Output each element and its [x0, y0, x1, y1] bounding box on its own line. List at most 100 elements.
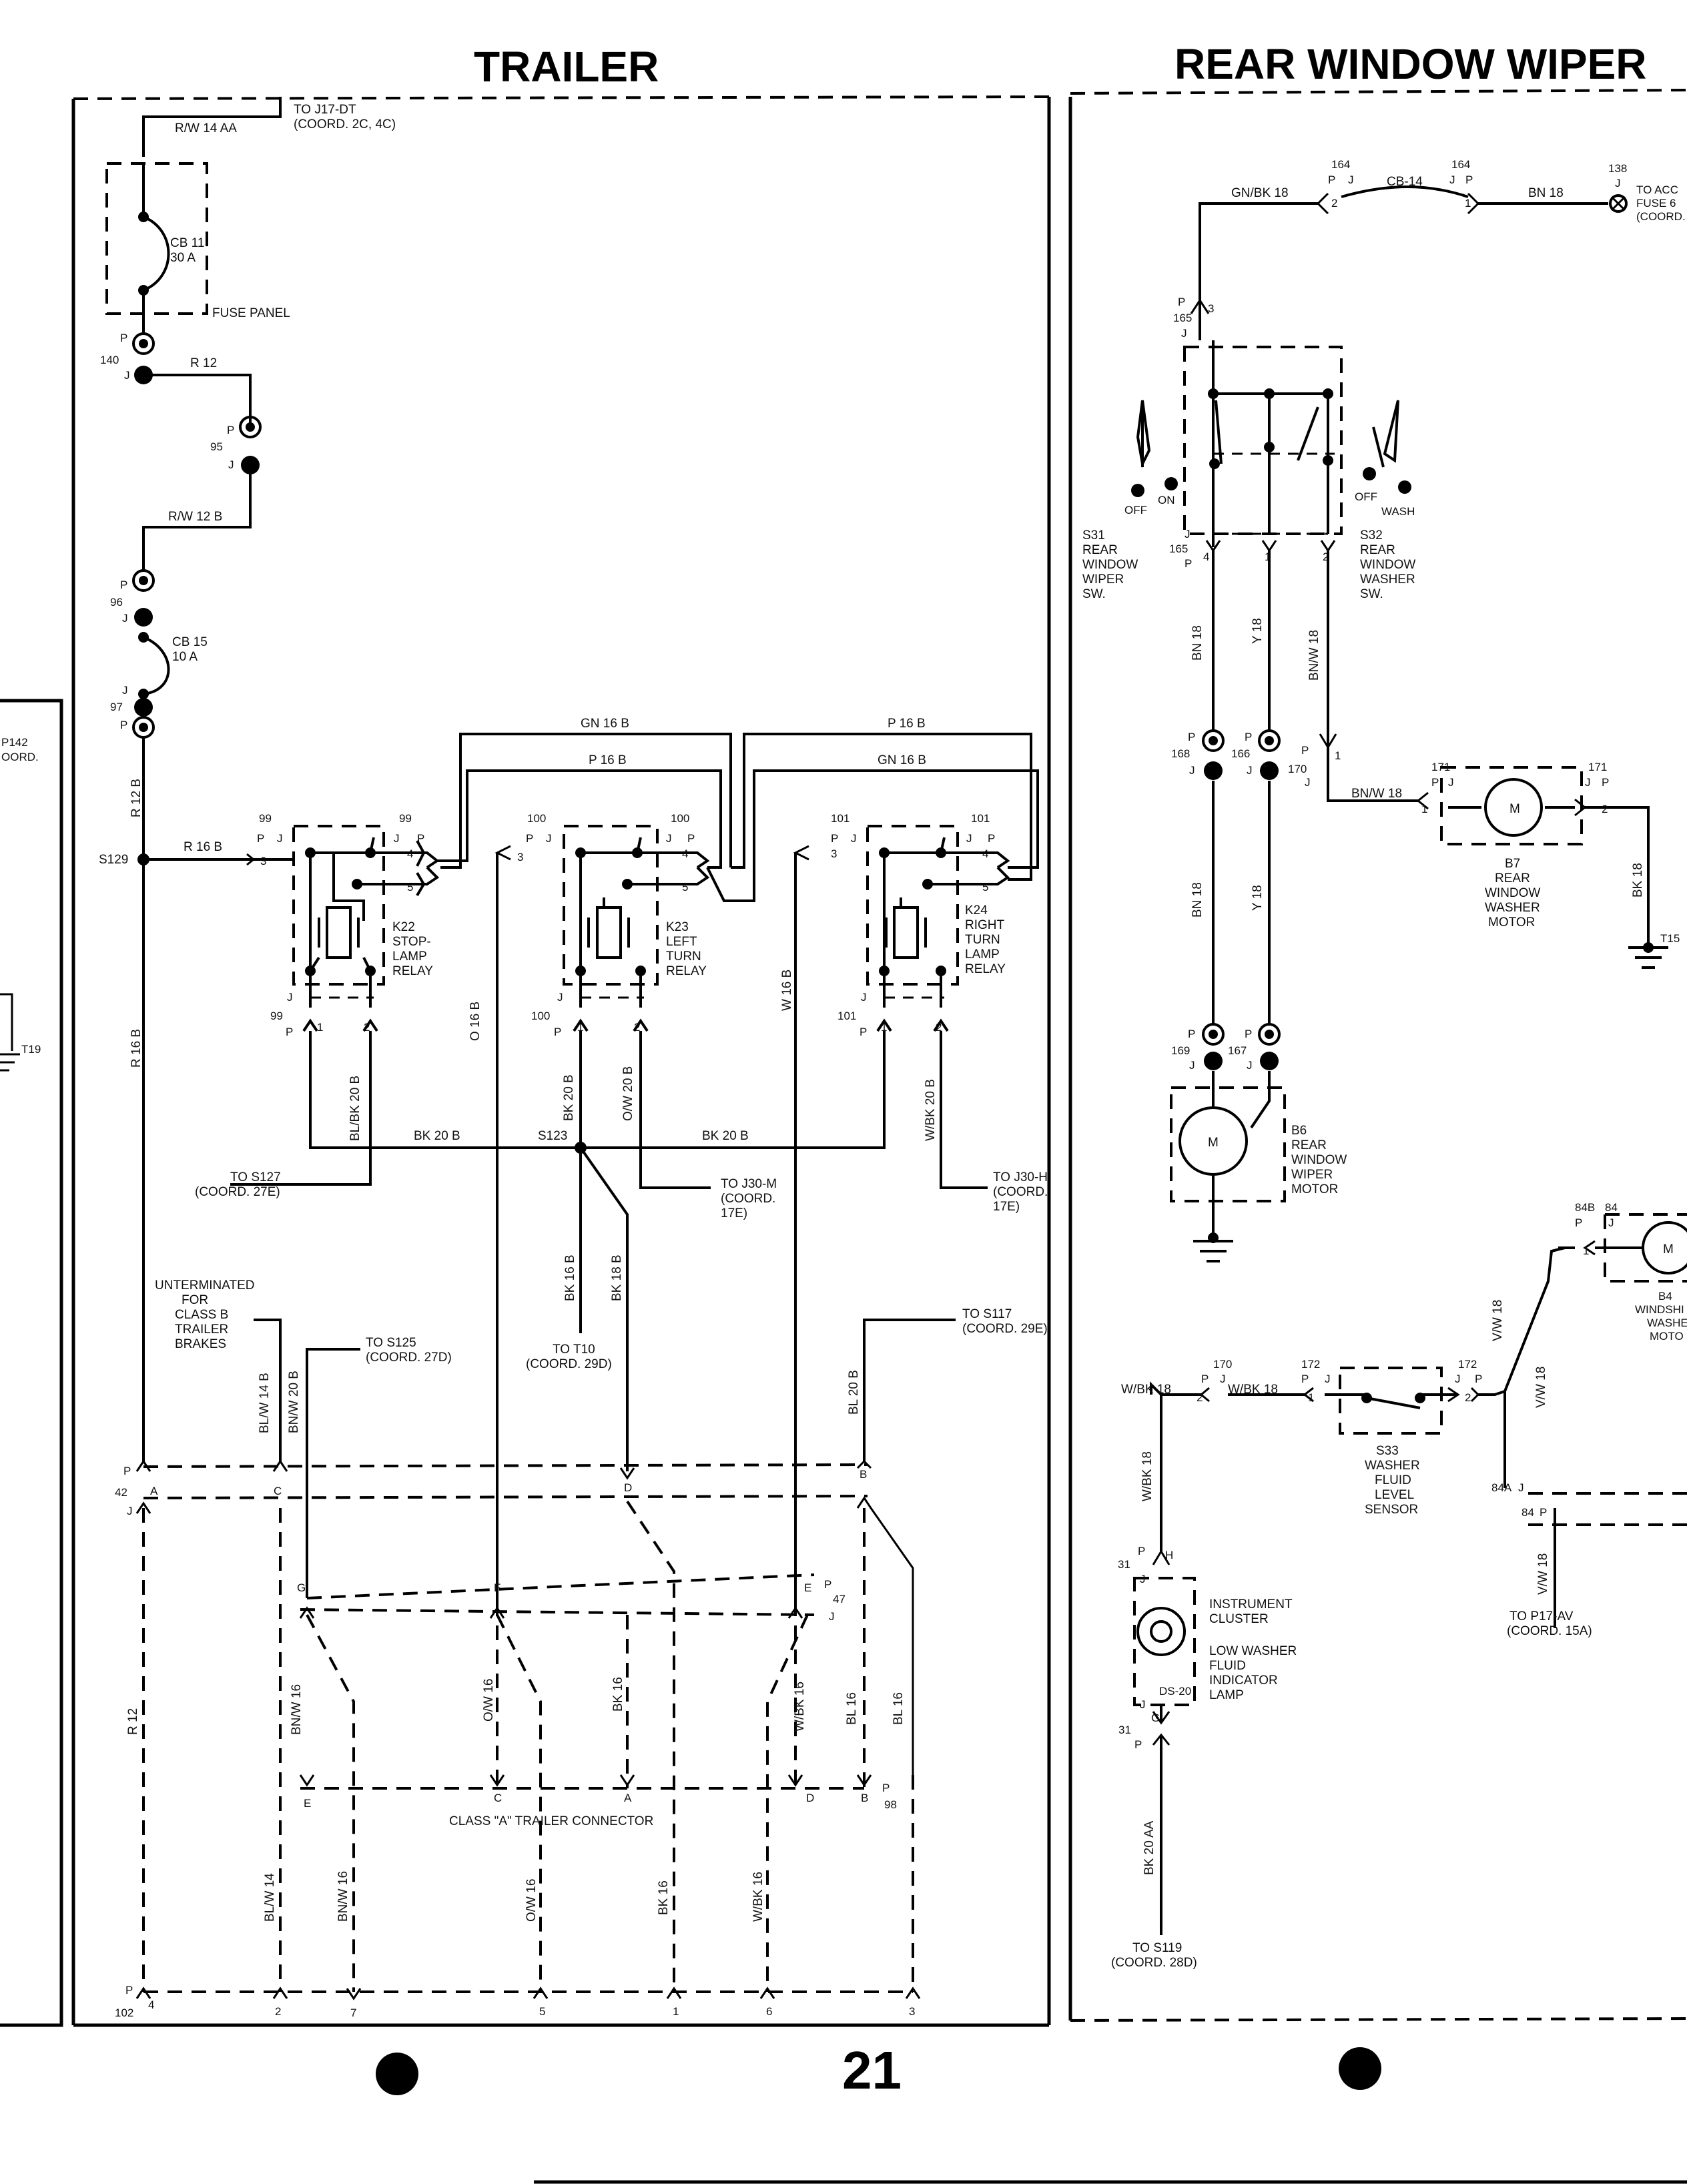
svg-text:3: 3: [1208, 302, 1214, 315]
svg-text:J: J: [1189, 764, 1195, 777]
svg-text:3: 3: [517, 851, 523, 863]
s31-name-3: WIPER: [1082, 573, 1124, 587]
wire-bk18b-label: BK 18 B: [610, 1254, 624, 1301]
svg-text:P: P: [1188, 731, 1195, 743]
svg-text:1: 1: [1583, 1244, 1589, 1257]
svg-text:5: 5: [682, 881, 688, 893]
splice-s123-label: S123: [538, 1129, 567, 1143]
connector-168-j-icon: [1204, 761, 1223, 780]
svg-text:J: J: [1455, 1373, 1461, 1385]
svg-text:2: 2: [275, 2005, 281, 2018]
s31-on-label: ON: [1158, 494, 1175, 506]
lower-feed-wiring: [254, 1319, 956, 1598]
connector-166-j-icon: [1260, 761, 1279, 780]
to-j30m-coord-2: 17E): [721, 1206, 747, 1220]
svg-text:P: P: [227, 424, 234, 436]
svg-text:D: D: [806, 1792, 814, 1804]
fuse-panel-label: FUSE PANEL: [212, 306, 290, 320]
svg-text:P: P: [831, 832, 838, 845]
wire-r12b-label: R 12 B: [129, 779, 143, 817]
svg-text:1: 1: [1421, 803, 1427, 815]
svg-text:P: P: [1245, 731, 1252, 743]
connector-102: [135, 1986, 921, 2000]
wire-bn18-label-top: BN 18: [1528, 186, 1564, 200]
svg-text:P: P: [1602, 776, 1609, 789]
svg-text:P: P: [988, 832, 995, 845]
svg-text:J: J: [124, 369, 130, 382]
binding-hole-left: [376, 2053, 418, 2095]
left-p142-label: P142: [1, 736, 28, 749]
wire-bn18-label-1: BN 18: [1191, 625, 1205, 661]
lamp-name-4: LAMP: [1209, 1688, 1244, 1702]
to-t10-coord: (COORD. 29D): [526, 1357, 612, 1371]
conn-84a-label: 84A: [1491, 1481, 1512, 1494]
connector-97-j-icon: [134, 698, 153, 717]
svg-text:P: P: [1575, 1216, 1582, 1229]
svg-text:J: J: [1615, 177, 1621, 190]
conn-168-label: 168: [1171, 747, 1190, 760]
k22-conn-99-bottom: 99: [270, 1010, 283, 1022]
wire-bk20b-vert-label: BK 20 B: [562, 1074, 576, 1121]
lamp-name-3: INDICATOR: [1209, 1674, 1278, 1688]
unterminated-2: FOR: [182, 1293, 208, 1307]
to-j30h-coord-1: (COORD.: [993, 1185, 1048, 1199]
conn-84b-label: 84B: [1575, 1201, 1595, 1214]
wire-vw18-label-2: V/W 18: [1534, 1367, 1548, 1408]
s32-name-2: WINDOW: [1360, 558, 1415, 572]
ground-bus-wiring: [230, 1031, 988, 1471]
b6-name-3: WIPER: [1291, 1168, 1333, 1182]
svg-text:J: J: [122, 684, 128, 697]
to-s127-coord: (COORD. 27E): [195, 1185, 280, 1199]
svg-text:6: 6: [766, 2005, 772, 2018]
s32-wash-label: WASH: [1381, 505, 1415, 518]
svg-text:P: P: [1185, 557, 1192, 570]
connector-167-j-icon: [1260, 1052, 1279, 1070]
to-s127-label: TO S127: [230, 1170, 281, 1184]
b6-name-4: MOTOR: [1291, 1182, 1338, 1196]
washer-level-wiring: [1133, 1213, 1687, 1935]
s32-name-4: SW.: [1360, 587, 1383, 601]
wire-bn18-label-2: BN 18: [1191, 882, 1205, 918]
wire-wbk18-vert-label: W/BK 18: [1140, 1451, 1154, 1501]
svg-text:J: J: [1140, 1573, 1146, 1585]
b4-name-2: WASHE: [1647, 1317, 1687, 1329]
wire-bnw18-label-1: BN/W 18: [1307, 630, 1321, 681]
b6-name-2: WINDOW: [1291, 1153, 1347, 1167]
wire-bk18-label: BK 18: [1631, 863, 1645, 897]
to-s117-label: TO S117: [962, 1307, 1012, 1321]
wire-r16b-label: R 16 B: [184, 840, 222, 854]
svg-text:P: P: [1188, 1028, 1195, 1040]
wire-blw14b-label: BL/W 14 B: [258, 1373, 272, 1433]
wiper-motor-wiring: [1170, 551, 1668, 1262]
b4-name-1: WINDSHI: [1635, 1303, 1684, 1316]
wire-r12-lower-label: R 12: [126, 1708, 140, 1735]
connector-168-p-icon: [1202, 729, 1225, 752]
to-s119-coord: (COORD. 28D): [1111, 1956, 1197, 1970]
svg-text:C: C: [494, 1792, 502, 1804]
svg-text:J: J: [557, 991, 563, 1004]
svg-text:P: P: [286, 1026, 293, 1038]
b7-name-3: WASHER: [1485, 901, 1540, 915]
conn-167-label: 167: [1228, 1044, 1247, 1057]
svg-text:P: P: [1301, 744, 1309, 757]
s31-name-4: SW.: [1082, 587, 1106, 601]
wire-ow16-label-2: O/W 16: [525, 1879, 539, 1922]
svg-text:D: D: [624, 1481, 632, 1494]
conn-98-label: 98: [884, 1798, 897, 1811]
svg-text:3: 3: [831, 847, 837, 860]
k23-conn-100-top: 100: [527, 812, 546, 825]
b7-m-symbol: M: [1509, 802, 1520, 816]
svg-text:1: 1: [317, 1021, 323, 1034]
connector-95-p-icon: [239, 416, 262, 438]
to-acc-label: TO ACC: [1636, 184, 1678, 196]
to-p17-label: TO P17-AV: [1509, 1609, 1574, 1623]
s31-name-2: WINDOW: [1082, 558, 1138, 572]
conn-42-label: 42: [115, 1486, 127, 1499]
svg-text:B: B: [860, 1468, 867, 1481]
to-j30m-coord-1: (COORD.: [721, 1192, 775, 1206]
to-j17-label: TO J17-DT: [294, 103, 356, 117]
instrument-cluster-2: CLUSTER: [1209, 1612, 1269, 1626]
wire-p16b-label-1: P 16 B: [589, 753, 627, 767]
unterminated-1: UNTERMINATED: [155, 1279, 255, 1293]
svg-text:7: 7: [350, 2007, 356, 2019]
